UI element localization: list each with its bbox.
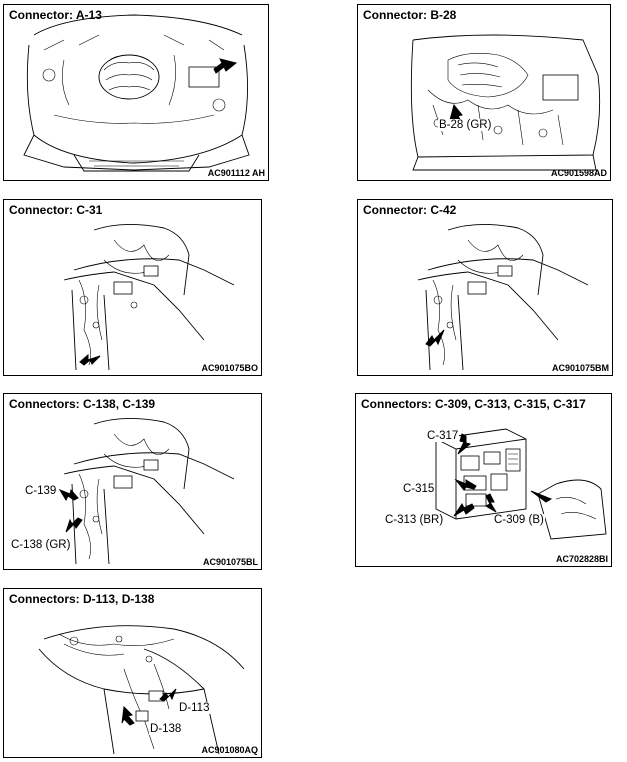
dashboard-harness-illustration bbox=[417, 223, 589, 371]
panel-title: Connector: C-42 bbox=[363, 203, 457, 217]
pointer-arrow-icon bbox=[484, 493, 497, 513]
panel-title: Connectors: C-138, C-139 bbox=[9, 397, 156, 411]
pointer-arrow-icon bbox=[213, 58, 238, 74]
figure-code: AC901080AQ bbox=[201, 745, 258, 755]
figure-code: AC702828BI bbox=[555, 554, 608, 564]
panel-title: Connector: B-28 bbox=[363, 8, 457, 22]
connector-label: C-317 bbox=[426, 430, 460, 442]
pointer-arrow-icon bbox=[79, 353, 101, 366]
figure-code: AC901075BO bbox=[201, 363, 258, 373]
pointer-arrow-icon bbox=[457, 433, 472, 455]
connector-label: D-113 bbox=[178, 702, 211, 714]
figure-code: AC901112 AH bbox=[207, 168, 265, 178]
figure-code: AC901598AD bbox=[550, 168, 607, 178]
engine-bay-illustration bbox=[23, 14, 250, 172]
connector-label: C-313 (BR) bbox=[384, 514, 445, 526]
panel-title: Connector: C-31 bbox=[9, 203, 103, 217]
connector-label: C-309 (B) bbox=[493, 514, 545, 526]
panel-a13: Connector: A-13 AC901112 AH bbox=[3, 4, 269, 181]
panel-title: Connector: A-13 bbox=[9, 8, 102, 22]
door-harness-illustration bbox=[38, 625, 245, 755]
pointer-arrow-icon bbox=[453, 503, 475, 517]
connector-label: B-28 (GR) bbox=[438, 119, 493, 131]
pointer-arrow-icon bbox=[454, 478, 477, 491]
pointer-arrow-icon bbox=[425, 329, 445, 347]
figure-code: AC901075BL bbox=[202, 557, 258, 567]
connector-label: C-315 bbox=[402, 483, 436, 495]
panel-c42: Connector: C-42 AC901075BM bbox=[357, 199, 613, 376]
dashboard-harness-illustration bbox=[58, 417, 235, 565]
panel-c138-c139: Connectors: C-138, C-139 C-139 C-138 (GR… bbox=[3, 393, 262, 570]
pointer-arrow-icon bbox=[65, 517, 83, 533]
connector-label: C-138 (GR) bbox=[10, 539, 72, 551]
panel-c309-c317: Connectors: C-309, C-313, C-315, C-317 C… bbox=[355, 393, 612, 567]
connector-label: C-139 bbox=[24, 485, 58, 497]
dashboard-harness-illustration bbox=[63, 223, 235, 371]
panel-title: Connectors: D-113, D-138 bbox=[9, 592, 155, 606]
figure-code: AC901075BM bbox=[551, 363, 609, 373]
pointer-arrow-icon bbox=[121, 705, 135, 726]
connector-label: D-138 bbox=[149, 723, 183, 735]
panel-b28: Connector: B-28 B-28 (GR) AC901598AD bbox=[357, 4, 611, 181]
panel-c31: Connector: C-31 AC901075BO bbox=[3, 199, 262, 376]
junction-block-illustration bbox=[435, 428, 607, 540]
panel-d113-d138: Connectors: D-113, D-138 D-113 D-138 AC9… bbox=[3, 588, 262, 758]
pointer-arrow-icon bbox=[58, 488, 79, 502]
pointer-arrow-icon bbox=[530, 490, 553, 503]
panel-title: Connectors: C-309, C-313, C-315, C-317 bbox=[361, 397, 586, 411]
engine-bay-illustration bbox=[410, 34, 601, 171]
pointer-arrow-icon bbox=[159, 688, 177, 702]
